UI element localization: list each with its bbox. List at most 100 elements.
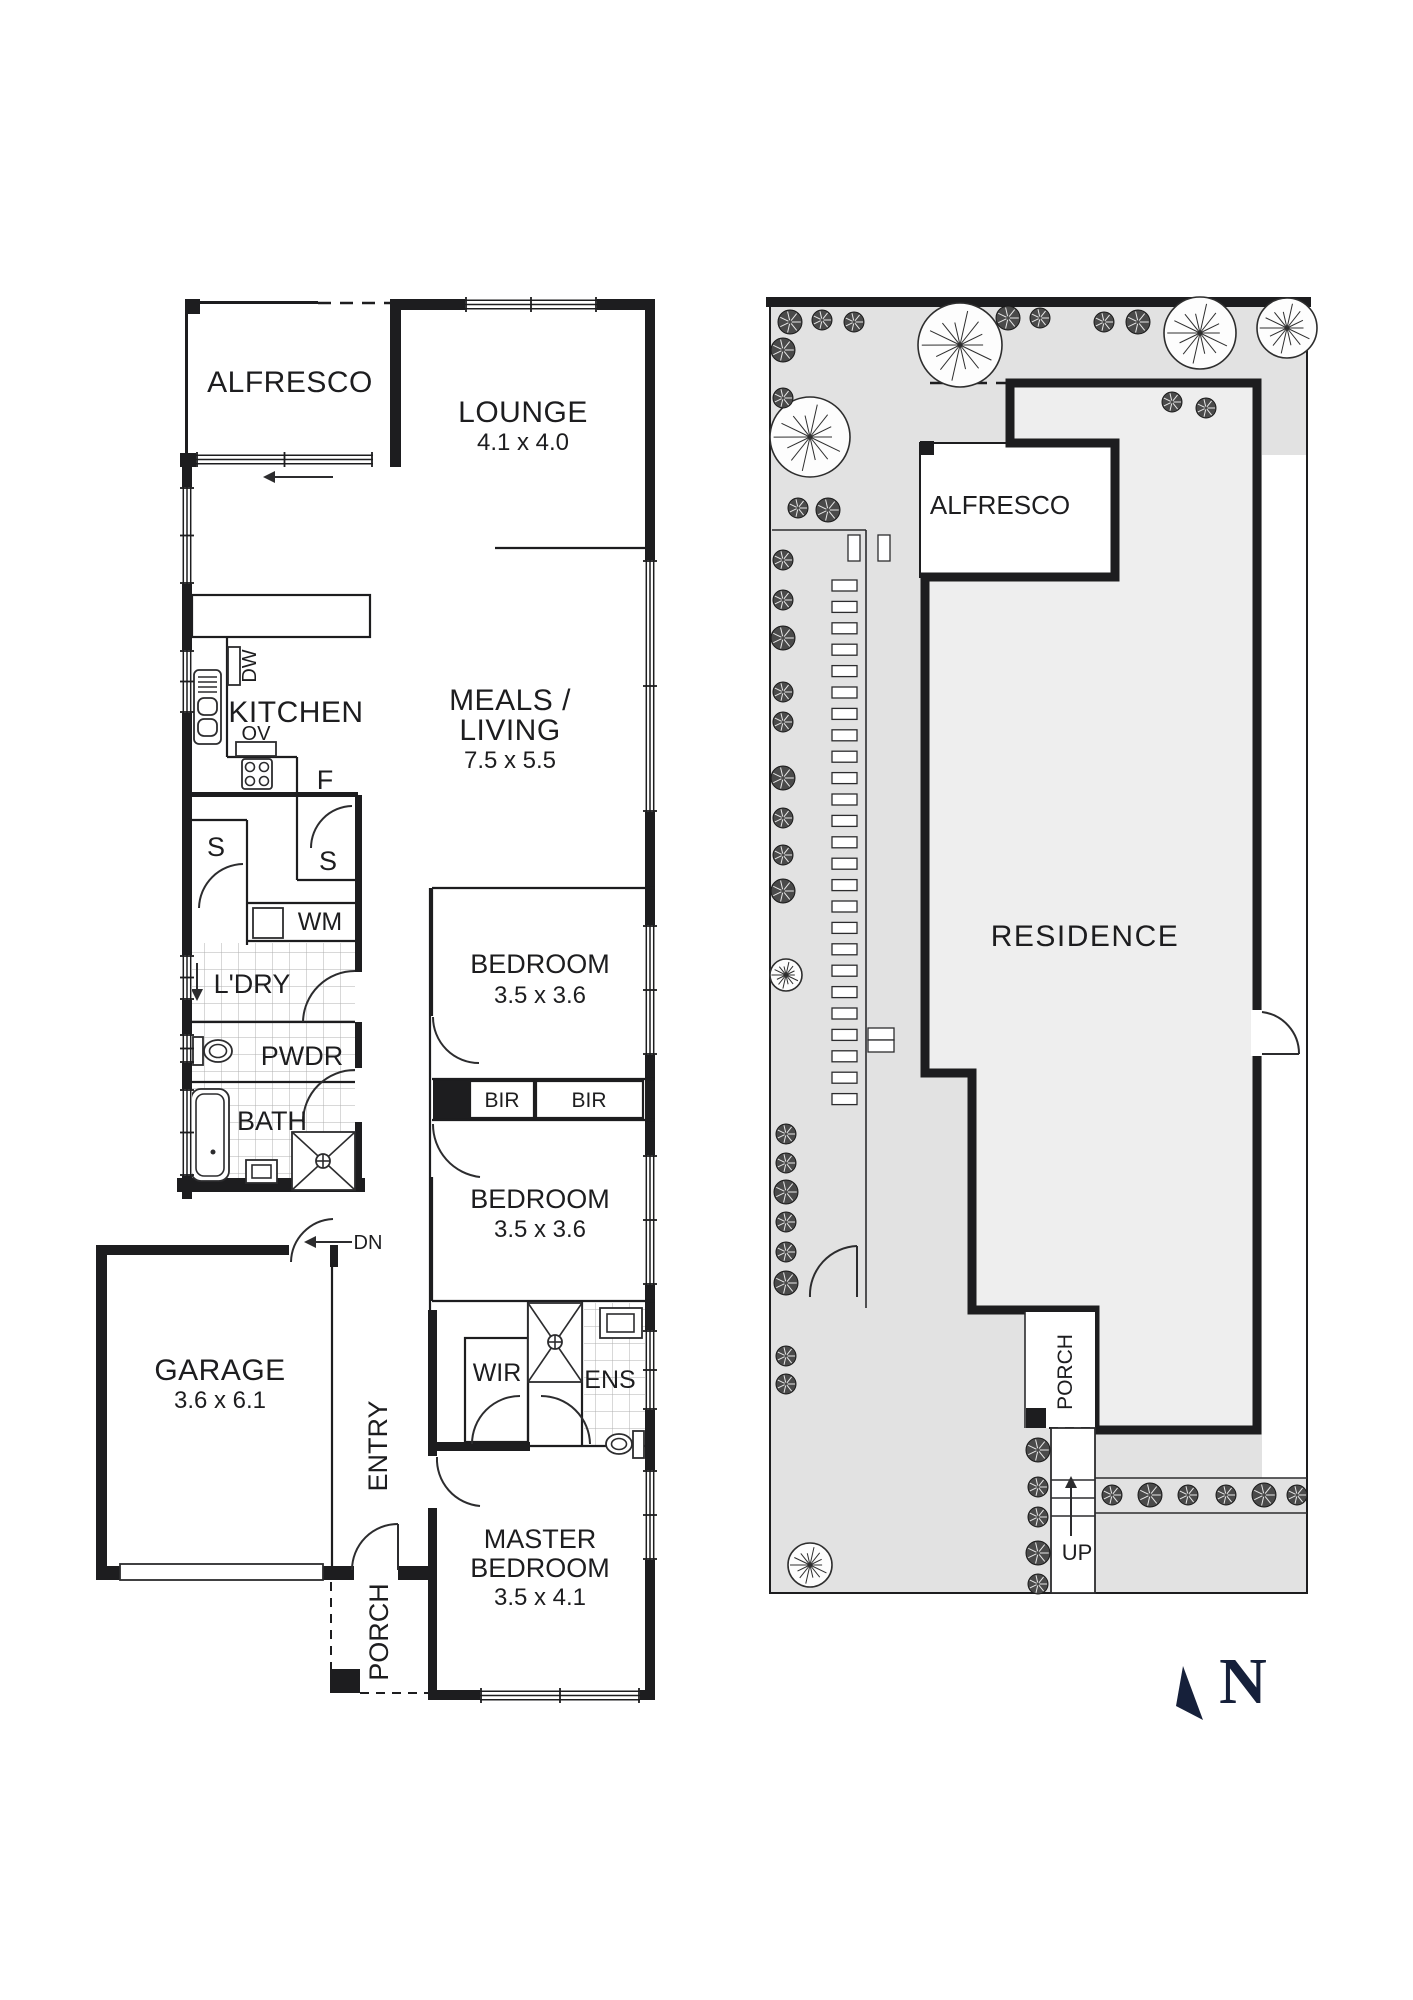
partitions bbox=[188, 546, 655, 1448]
side-strip bbox=[1262, 455, 1306, 1478]
shrub-icon bbox=[1027, 1506, 1049, 1528]
label-store-1: S bbox=[207, 832, 225, 862]
tree-icon bbox=[769, 958, 803, 992]
slider-arrow-icon bbox=[263, 471, 333, 483]
shrub-icon bbox=[775, 1152, 797, 1174]
shrub-icon bbox=[1177, 1484, 1199, 1506]
shrub-icon bbox=[775, 1373, 797, 1395]
shrub-icon bbox=[1029, 307, 1051, 329]
room-dims-garage: 3.6 x 6.1 bbox=[174, 1387, 266, 1414]
room-label-alfresco: ALFRESCO bbox=[207, 366, 373, 399]
window bbox=[180, 650, 194, 713]
label-store-2: S bbox=[319, 846, 337, 876]
shrub-icon bbox=[773, 1179, 799, 1205]
room-label-powder: PWDR bbox=[261, 1041, 344, 1071]
shrub-icon bbox=[1215, 1484, 1237, 1506]
room-label-porch: PORCH bbox=[364, 1583, 394, 1681]
shrub-icon bbox=[772, 807, 794, 829]
room-label-entry: ENTRY bbox=[363, 1400, 393, 1491]
shrub-icon bbox=[1286, 1484, 1308, 1506]
shrub-icon bbox=[1195, 397, 1217, 419]
shrub-icon bbox=[1125, 309, 1151, 335]
kitchen-fixtures bbox=[193, 646, 277, 790]
shrub-icon bbox=[775, 1241, 797, 1263]
shrub-icon bbox=[775, 1345, 797, 1367]
shrub-icon bbox=[770, 625, 796, 651]
shrub-icon bbox=[1025, 1540, 1051, 1566]
window bbox=[465, 297, 597, 312]
room-label-bedroom2: BEDROOM bbox=[470, 1184, 610, 1214]
room-dims-meals: 7.5 x 5.5 bbox=[464, 747, 556, 774]
shrub-icon bbox=[1137, 1482, 1163, 1508]
pavers-path bbox=[831, 534, 895, 1106]
tree-icon bbox=[787, 1542, 833, 1588]
garden-band bbox=[1095, 1477, 1307, 1514]
shrub-icon bbox=[1025, 1437, 1051, 1463]
north-needle-icon bbox=[1176, 1666, 1203, 1720]
landscaping bbox=[769, 296, 1318, 1595]
shrub-icon bbox=[775, 1123, 797, 1145]
shrub-icon bbox=[770, 878, 796, 904]
label-oven: OV bbox=[242, 723, 272, 745]
shrub-icon bbox=[772, 549, 794, 571]
window bbox=[180, 1034, 194, 1063]
floor-plan-labels: ALFRESCO LOUNGE 4.1 x 4.0 KITCHEN DW OV … bbox=[154, 366, 635, 1681]
porch-outline bbox=[330, 1582, 428, 1694]
site-label-residence: RESIDENCE bbox=[991, 920, 1180, 953]
shrub-icon bbox=[770, 765, 796, 791]
garage-door bbox=[119, 1563, 324, 1581]
room-label-ens: ENS bbox=[584, 1366, 635, 1394]
label-dishwasher: DW bbox=[239, 649, 261, 682]
shrub-icon bbox=[1251, 1482, 1277, 1508]
tree-icon bbox=[1256, 297, 1318, 359]
room-dims-bedroom2: 3.5 x 3.6 bbox=[494, 1216, 586, 1243]
label-dn: DN bbox=[354, 1232, 383, 1254]
window bbox=[643, 1155, 657, 1285]
window bbox=[180, 955, 194, 1000]
shrub-icon bbox=[770, 337, 796, 363]
window bbox=[480, 1688, 640, 1703]
room-label-meals-2: LIVING bbox=[459, 714, 560, 747]
shrub-icon bbox=[1101, 1484, 1123, 1506]
shrub-icon bbox=[773, 1270, 799, 1296]
label-bir-2: BIR bbox=[571, 1089, 606, 1112]
dn-arrow-icon bbox=[304, 1236, 352, 1248]
site-label-porch: PORCH bbox=[1054, 1334, 1077, 1410]
north-label: N bbox=[1219, 1645, 1267, 1718]
doors bbox=[198, 805, 591, 1571]
window bbox=[643, 925, 657, 1055]
room-label-master-1: MASTER bbox=[484, 1524, 597, 1554]
tree-icon bbox=[917, 302, 1003, 388]
shrub-icon bbox=[775, 1211, 797, 1233]
site-label-up: UP bbox=[1062, 1540, 1093, 1565]
tree-icon bbox=[1163, 296, 1237, 370]
site-label-alfresco: ALFRESCO bbox=[930, 490, 1070, 520]
shrub-icon bbox=[772, 681, 794, 703]
shrub-icon bbox=[772, 844, 794, 866]
label-bir-1: BIR bbox=[484, 1089, 519, 1112]
room-label-lounge: LOUNGE bbox=[458, 396, 588, 429]
room-label-meals-1: MEALS / bbox=[449, 684, 571, 717]
room-label-bath: BATH bbox=[237, 1106, 307, 1136]
shrub-icon bbox=[995, 305, 1021, 331]
shower-bath bbox=[291, 1131, 356, 1191]
room-dims-bedroom1: 3.5 x 3.6 bbox=[494, 982, 586, 1009]
window bbox=[643, 1330, 657, 1410]
room-label-bedroom1: BEDROOM bbox=[470, 949, 610, 979]
shrub-icon bbox=[843, 311, 865, 333]
room-label-laundry: L'DRY bbox=[214, 969, 291, 999]
windows bbox=[180, 297, 657, 1703]
shrub-icon bbox=[777, 309, 803, 335]
room-label-garage: GARAGE bbox=[154, 1354, 285, 1387]
room-label-kitchen: KITCHEN bbox=[228, 696, 363, 729]
porch-site bbox=[1024, 1312, 1095, 1429]
site-doors bbox=[808, 1010, 1301, 1298]
window bbox=[196, 452, 373, 467]
shrub-icon bbox=[1027, 1476, 1049, 1498]
tree-icon bbox=[769, 396, 851, 478]
window bbox=[643, 560, 657, 812]
window bbox=[643, 1470, 657, 1560]
shower-ens bbox=[527, 1302, 583, 1383]
